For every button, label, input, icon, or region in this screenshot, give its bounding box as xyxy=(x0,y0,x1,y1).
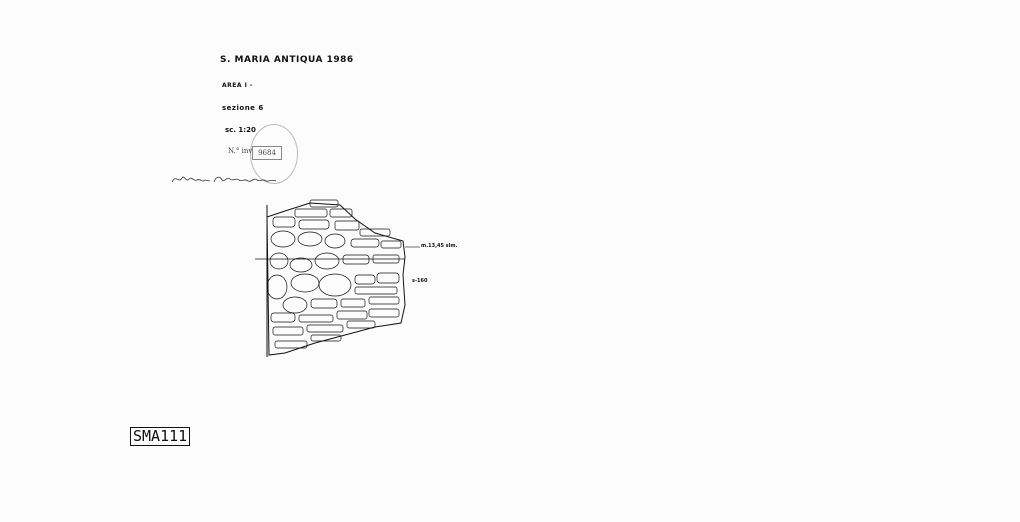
site-title: S. MARIA ANTIQUA 1986 xyxy=(220,55,354,65)
depth-label: s-160 xyxy=(412,278,428,284)
section-label: sezione 6 xyxy=(222,104,264,112)
area-label: AREA I - xyxy=(222,82,253,89)
wall-section-drawing xyxy=(255,199,420,357)
handwritten-signature xyxy=(171,176,277,183)
reference-code: SMA111 xyxy=(130,427,191,446)
inventory-number-box: 9684 xyxy=(252,146,282,160)
elevation-label: m.13,45 slm. xyxy=(421,243,458,249)
inventory-number-label: N.° inv. xyxy=(228,147,254,155)
archive-stamp xyxy=(250,124,298,184)
scale-label: sc. 1:20 xyxy=(225,126,256,134)
